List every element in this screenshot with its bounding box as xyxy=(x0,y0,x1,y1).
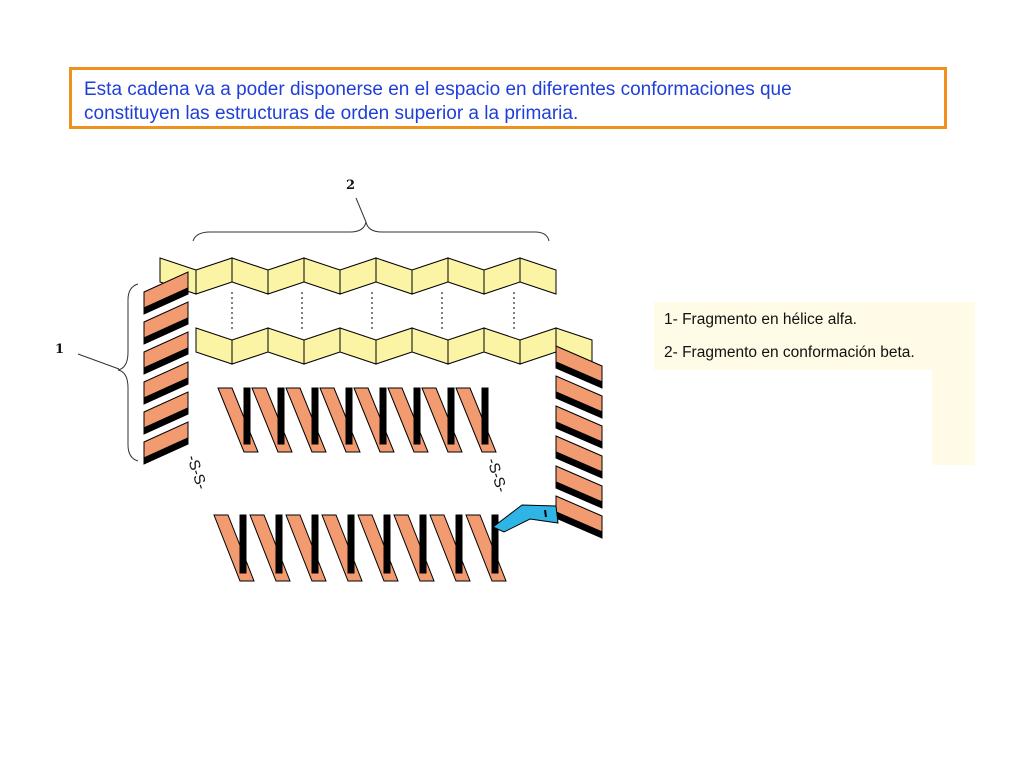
beta-segment xyxy=(447,327,485,365)
bracket-2-leader xyxy=(355,197,367,223)
title-box: Esta cadena va a poder disponerse en el … xyxy=(69,67,947,129)
helix-shadow xyxy=(311,387,319,445)
helix-shadow xyxy=(345,387,353,445)
beta-segment xyxy=(447,257,485,295)
helix-turn xyxy=(357,514,399,582)
helix-shadow xyxy=(447,387,455,445)
beta-segment xyxy=(231,257,269,295)
disulfide-left: -S-S- xyxy=(183,453,210,492)
helix-turn xyxy=(353,387,395,453)
helix-shadow xyxy=(143,347,189,375)
helix-turn xyxy=(421,387,463,453)
helix-shadow xyxy=(275,514,283,574)
beta-segment xyxy=(375,257,413,295)
helix-turn xyxy=(387,387,429,453)
beta-segment xyxy=(303,257,341,295)
helix-turn xyxy=(217,387,259,453)
helix-shadow xyxy=(311,514,319,574)
legend-panel-tail xyxy=(932,370,975,465)
helix-turn xyxy=(285,387,327,453)
helix-shadow xyxy=(419,514,427,574)
disulfide-right: -S-S- xyxy=(483,456,510,495)
helix-shadow xyxy=(555,421,603,449)
alpha-helix-left xyxy=(143,271,189,465)
helix-shadow xyxy=(455,514,463,574)
helix-shadow xyxy=(383,514,391,574)
hydrogen-bonds xyxy=(231,292,515,332)
turn-segment xyxy=(492,504,559,533)
beta-segment xyxy=(483,327,521,365)
beta-segment xyxy=(267,327,305,365)
beta-segment xyxy=(339,327,377,365)
beta-segment xyxy=(231,327,269,365)
beta-segment xyxy=(375,327,413,365)
alpha-helix-lower xyxy=(213,514,507,582)
beta-segment xyxy=(339,257,377,295)
helix-turn xyxy=(251,387,293,453)
helix-shadow xyxy=(143,317,189,345)
beta-segment xyxy=(411,327,449,365)
beta-strand-top xyxy=(159,257,557,295)
helix-shadow xyxy=(413,387,421,445)
helix-turn xyxy=(393,514,435,582)
alpha-helix-right xyxy=(555,345,603,539)
beta-segment xyxy=(195,257,233,295)
legend-item-beta: 2- Fragmento en conformación beta. xyxy=(664,344,915,361)
beta-strand-bottom xyxy=(195,327,593,365)
helix-shadow xyxy=(143,377,189,405)
helix-turn xyxy=(213,514,255,582)
bracket-1-leader xyxy=(77,353,120,370)
helix-turn xyxy=(429,514,471,582)
beta-segment xyxy=(483,257,521,295)
beta-segment xyxy=(519,327,557,365)
helix-turn xyxy=(249,514,291,582)
helix-turn xyxy=(319,387,361,453)
turn-mark xyxy=(544,509,547,518)
helix-shadow xyxy=(143,287,189,315)
label-2: 2 xyxy=(346,178,355,193)
beta-segment xyxy=(195,327,233,365)
bracket-1 xyxy=(117,283,139,462)
helix-shadow xyxy=(243,387,251,445)
helix-shadow xyxy=(379,387,387,445)
beta-segment xyxy=(303,327,341,365)
bracket-2 xyxy=(192,221,550,242)
helix-shadow xyxy=(143,407,189,435)
helix-shadow xyxy=(491,514,499,574)
alpha-helix-inner xyxy=(217,387,497,453)
legend-item-alpha: 1- Fragmento en hélice alfa. xyxy=(664,311,857,328)
title-line-2: constituyen las estructuras de orden sup… xyxy=(84,103,579,124)
helix-shadow xyxy=(555,391,603,419)
helix-shadow xyxy=(555,481,603,509)
helix-shadow xyxy=(277,387,285,445)
helix-shadow xyxy=(347,514,355,574)
beta-segment xyxy=(411,257,449,295)
helix-shadow xyxy=(555,451,603,479)
beta-segment xyxy=(267,257,305,295)
helix-turn xyxy=(321,514,363,582)
helix-shadow xyxy=(143,437,189,465)
helix-shadow xyxy=(481,387,489,445)
helix-shadow xyxy=(239,514,247,574)
legend-panel xyxy=(654,302,975,370)
helix-shadow xyxy=(555,361,603,389)
title-line-1: Esta cadena va a poder disponerse en el … xyxy=(84,79,792,100)
label-1: 1 xyxy=(55,342,64,357)
helix-turn xyxy=(455,387,497,453)
legend: 1- Fragmento en hélice alfa. 2- Fragment… xyxy=(654,302,975,465)
beta-segment xyxy=(519,257,557,295)
helix-turn xyxy=(285,514,327,582)
